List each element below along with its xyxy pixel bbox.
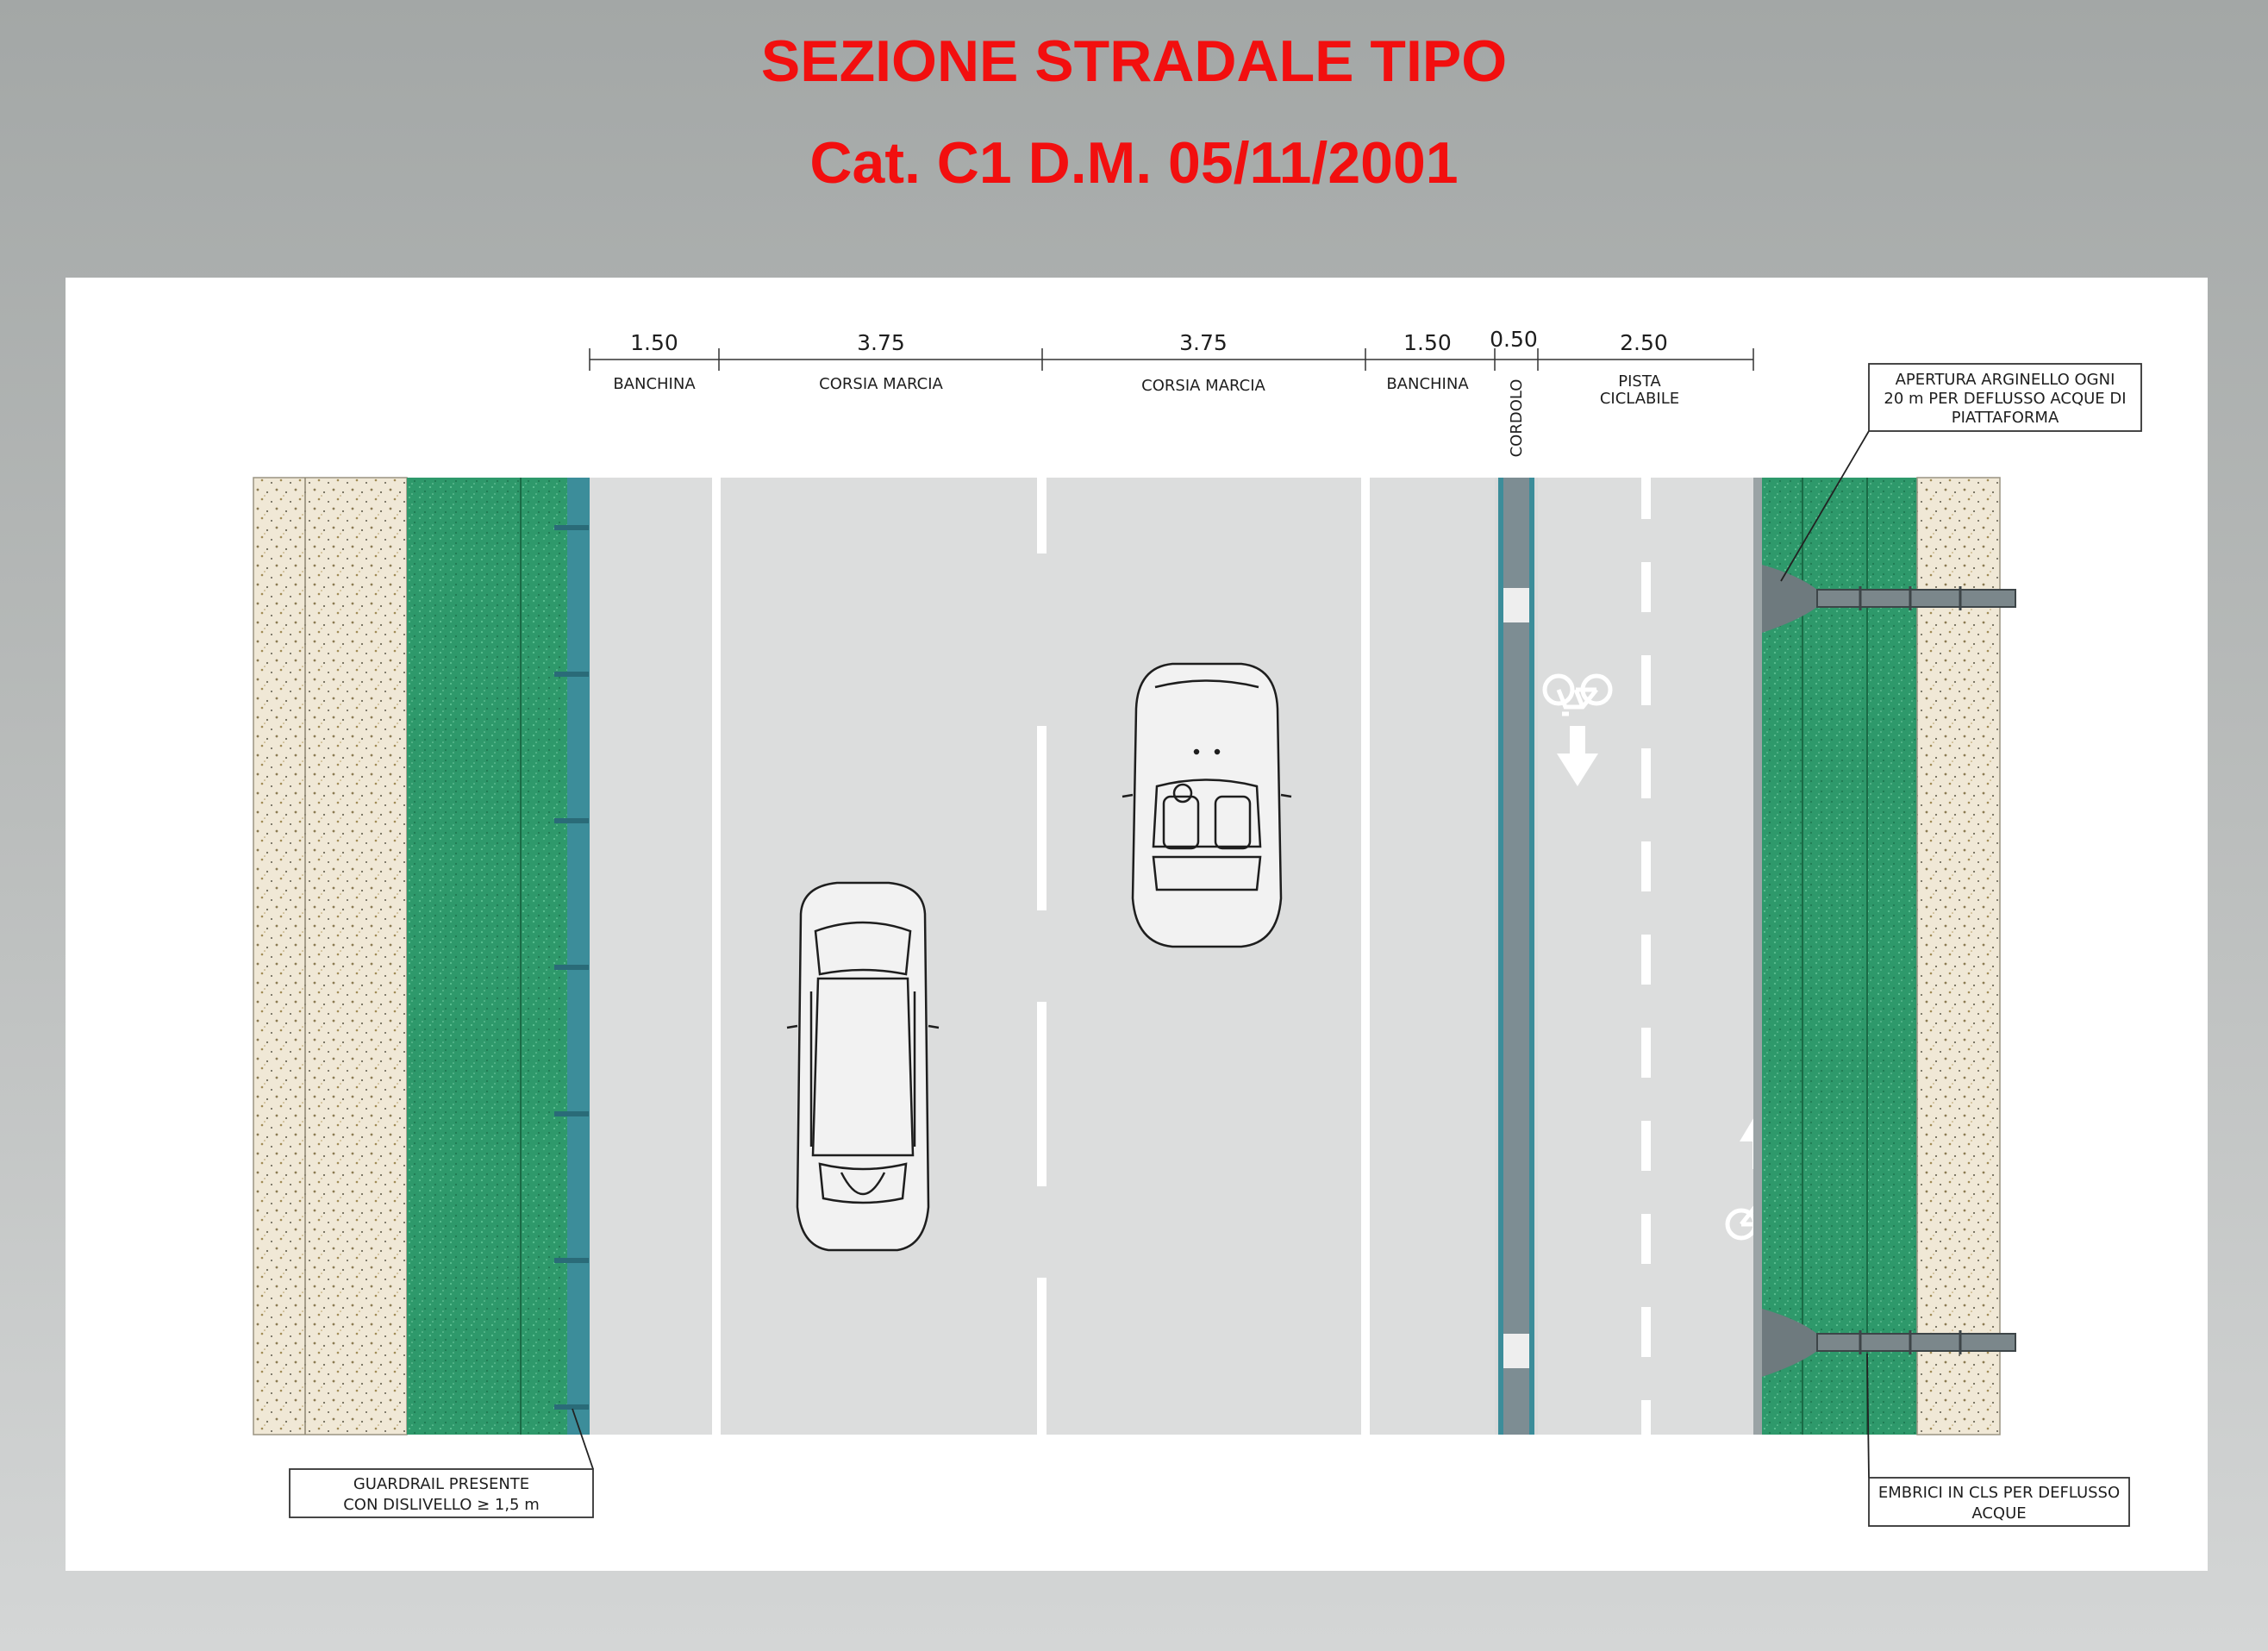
note-guardrail: GUARDRAIL PRESENTE CON DISLIVELLO ≥ 1,5 … (289, 1408, 594, 1518)
guardrail-left (567, 478, 590, 1435)
note-guardrail-line-1: GUARDRAIL PRESENTE (353, 1475, 529, 1493)
carriageway (590, 478, 1495, 1435)
dim-label-banchina-right: BANCHINA (1386, 375, 1469, 393)
dim-value-pista: 2.50 (1620, 330, 1668, 355)
note-guardrail-line-2: CON DISLIVELLO ≥ 1,5 m (343, 1496, 540, 1514)
drain-top (1762, 565, 2016, 633)
edge-line-right (1361, 478, 1370, 1435)
dim-value-cordolo: 0.50 (1490, 327, 1538, 352)
note-embrici: EMBRICI IN CLS PER DEFLUSSO ACQUE (1866, 1353, 2130, 1527)
dim-label-cordolo: CORDOLO (1508, 379, 1526, 458)
dim-label-corsia-1: CORSIA MARCIA (819, 375, 943, 393)
arrow-down-icon (1557, 726, 1598, 786)
center-dashed-line (1037, 478, 1047, 1435)
convertible-car-icon (1122, 662, 1292, 948)
dimension-line (589, 348, 1754, 371)
note-drain-line-3: PIATTAFORMA (1952, 409, 2059, 427)
dim-label-pista-2: CICLABILE (1600, 390, 1679, 408)
gravel-strip-right (1916, 477, 2001, 1435)
dim-label-pista-1: PISTA (1618, 372, 1661, 391)
grass-verge-left (407, 478, 590, 1435)
curb-right (1753, 478, 1762, 1435)
bicycle-icon (1542, 673, 1613, 716)
grass-verge-right (1762, 478, 1917, 1435)
guardrail-posts (554, 525, 589, 1410)
dim-value-corsia-1: 3.75 (857, 330, 905, 355)
gravel-strip-left (253, 477, 408, 1435)
note-drain-opening: APERTURA ARGINELLO OGNI 20 m PER DEFLUSS… (1780, 363, 2142, 582)
note-drain-line-1: APERTURA ARGINELLO OGNI (1896, 371, 2115, 389)
road-section-drawing: 1.50 BANCHINA 3.75 CORSIA MARCIA 3.75 CO… (253, 327, 2142, 1527)
dim-value-banchina-right: 1.50 (1403, 330, 1452, 355)
drain-bottom (1762, 1309, 2016, 1377)
note-drain-line-2: 20 m PER DEFLUSSO ACQUE DI (1884, 390, 2126, 408)
dim-value-corsia-2: 3.75 (1179, 330, 1228, 355)
page-title: SEZIONE STRADALE TIPO (760, 28, 1508, 94)
note-embrici-line-1: EMBRICI IN CLS PER DEFLUSSO (1878, 1484, 2120, 1502)
dim-label-corsia-2: CORSIA MARCIA (1141, 377, 1265, 395)
dimension-labels: 1.50 BANCHINA 3.75 CORSIA MARCIA 3.75 CO… (613, 327, 1679, 457)
car-icon (786, 881, 940, 1252)
edge-line-left (712, 478, 721, 1435)
dim-value-banchina-left: 1.50 (630, 330, 678, 355)
note-embrici-line-2: ACQUE (1971, 1504, 2026, 1523)
cycle-lane-dashed-line (1641, 478, 1651, 1435)
page-subtitle: Cat. C1 D.M. 05/11/2001 (809, 130, 1459, 196)
drawing-sheet: 1.50 BANCHINA 3.75 CORSIA MARCIA 3.75 CO… (66, 278, 2208, 1571)
dim-label-banchina-left: BANCHINA (613, 375, 696, 393)
